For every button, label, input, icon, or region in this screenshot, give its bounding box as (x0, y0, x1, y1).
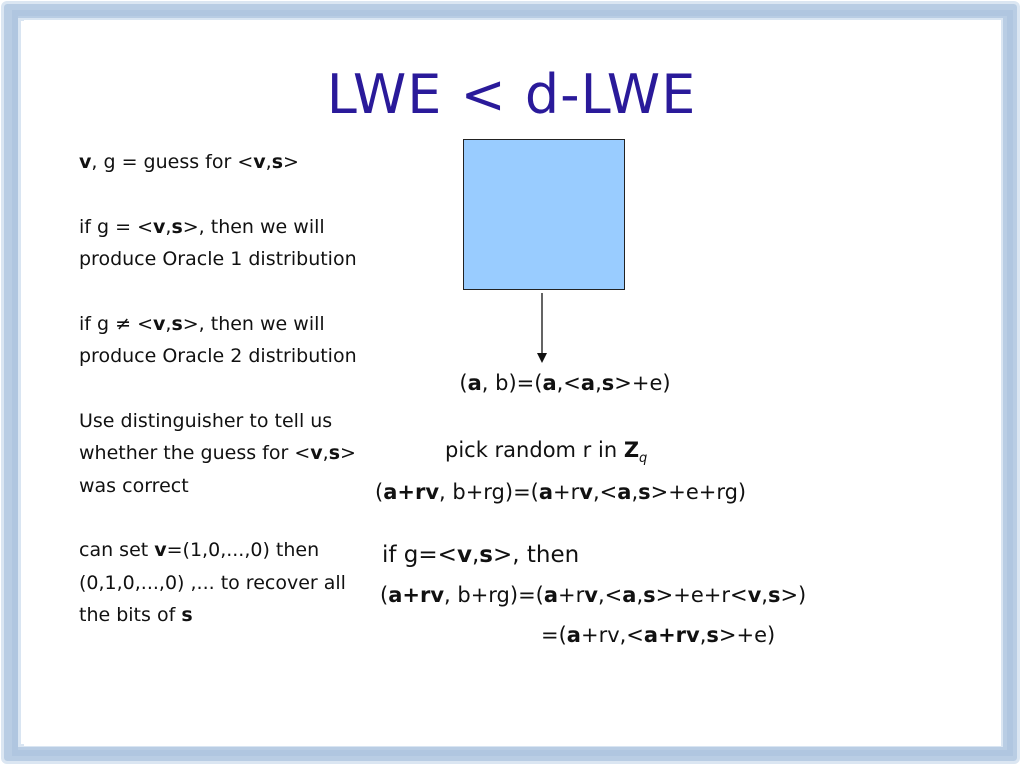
text: ( (459, 371, 468, 395)
bold-a: a (566, 623, 581, 647)
text: , (265, 151, 272, 173)
bold-s: s (706, 623, 719, 647)
oracle-box (463, 139, 625, 290)
text: , (165, 312, 172, 335)
bold-a-rv: a+rv (383, 480, 440, 504)
bold-s: s (643, 583, 656, 607)
bold-v: v (153, 215, 166, 238)
bold-a-rv: a+rv (388, 583, 445, 607)
bold-s: s (479, 542, 493, 568)
bold-s: s (601, 371, 615, 395)
text: ( (380, 583, 389, 607)
text: , g = guess for < (91, 151, 254, 173)
text: >, then we will produce Oracle 1 distrib… (79, 215, 357, 271)
bold-s: s (171, 215, 183, 238)
text: if g = < (79, 215, 153, 238)
pick-random-line: pick random r in Zq (445, 438, 647, 466)
bold-s: s (181, 604, 193, 626)
bold-a: a (617, 480, 632, 504)
bold-v: v (456, 542, 472, 568)
equation-2: (a+rv, b+rg)=(a+rv,<a,s>+e+rg) (375, 480, 746, 504)
bold-a: a (580, 371, 596, 395)
text: , (636, 583, 644, 607)
bold-s: s (271, 151, 283, 173)
paragraph-distinguisher: Use distinguisher to tell us whether the… (79, 405, 364, 503)
bold-s: s (638, 480, 651, 504)
bold-s: s (171, 312, 183, 335)
text: , (595, 371, 602, 395)
text: >+e) (614, 371, 671, 395)
paragraph-recover: can set v=(1,0,...,0) then (0,1,0,...,0)… (79, 534, 364, 632)
text: , b+rg)=( (444, 583, 544, 607)
paragraph-guess: v, g = guess for <v,s> (79, 146, 364, 179)
text: >+e+r< (655, 583, 748, 607)
bold-s: s (767, 583, 781, 607)
down-arrow-icon (537, 293, 547, 363)
bold-a: a (543, 583, 559, 607)
bold-a: a (542, 371, 557, 395)
text: +r (558, 583, 585, 607)
text: , (322, 442, 329, 464)
text: ,< (597, 583, 623, 607)
text: >+e+rg) (650, 480, 747, 504)
bold-v: v (154, 539, 167, 561)
bold-a: a (538, 480, 554, 504)
text: , b)=( (481, 371, 543, 395)
text: , b+rg)=( (439, 480, 539, 504)
text: , (761, 583, 768, 607)
bold-v: v (253, 151, 266, 173)
text: , (631, 480, 639, 504)
equation-4: =(a+rv,<a+rv,s>+e) (541, 623, 775, 647)
bold-s: s (328, 442, 340, 464)
text: =(1,0,...,0) then (0,1,0,...,0) ,... to … (79, 539, 346, 626)
text: ,< (556, 371, 581, 395)
text: >) (780, 583, 807, 607)
text: Use distinguisher to tell us whether the… (79, 409, 333, 465)
text: ,< (592, 480, 618, 504)
left-text-column: v, g = guess for <v,s> if g = <v,s>, the… (79, 146, 364, 632)
text: =( (541, 623, 567, 647)
equation-3: (a+rv, b+rg)=(a+rv,<a,s>+e+r<v,s>) (380, 583, 806, 607)
bold-v: v (79, 151, 92, 173)
paragraph-oracle2: if g ≠ <v,s>, then we will produce Oracl… (79, 308, 364, 373)
text: if g ≠ < (79, 312, 153, 335)
text: +r (553, 480, 580, 504)
subscript-q: q (639, 451, 648, 467)
bold-v: v (579, 480, 593, 504)
bold-v: v (747, 583, 762, 607)
text: ( (375, 480, 384, 504)
text: , (699, 623, 707, 647)
text: > was correct (79, 442, 356, 497)
bold-a: a (467, 371, 482, 395)
text: pick random r in (445, 438, 624, 462)
text: >, then (492, 542, 580, 568)
bold-v: v (153, 312, 166, 335)
bold-a: a (622, 583, 637, 607)
if-g-line: if g=<v,s>, then (382, 542, 579, 568)
equation-1: (a, b)=(a,<a,s>+e) (0, 371, 1023, 395)
slide-title: LWE < d-LWE (326, 63, 697, 126)
text: , (471, 542, 480, 568)
bold-z: Z (623, 438, 640, 462)
frame-border-inner (12, 10, 1013, 756)
paragraph-oracle1: if g = <v,s>, then we will produce Oracl… (79, 211, 364, 276)
text: +rv,< (580, 623, 644, 647)
text: >+e) (718, 623, 776, 647)
bold-v: v (310, 442, 323, 464)
text: >, then we will produce Oracle 2 distrib… (79, 312, 357, 368)
bold-a-rv: a+rv (643, 623, 700, 647)
text: , (165, 215, 172, 238)
text: can set (79, 539, 155, 561)
text: if g=< (382, 542, 457, 568)
text: > (283, 151, 299, 173)
bold-v: v (584, 583, 598, 607)
